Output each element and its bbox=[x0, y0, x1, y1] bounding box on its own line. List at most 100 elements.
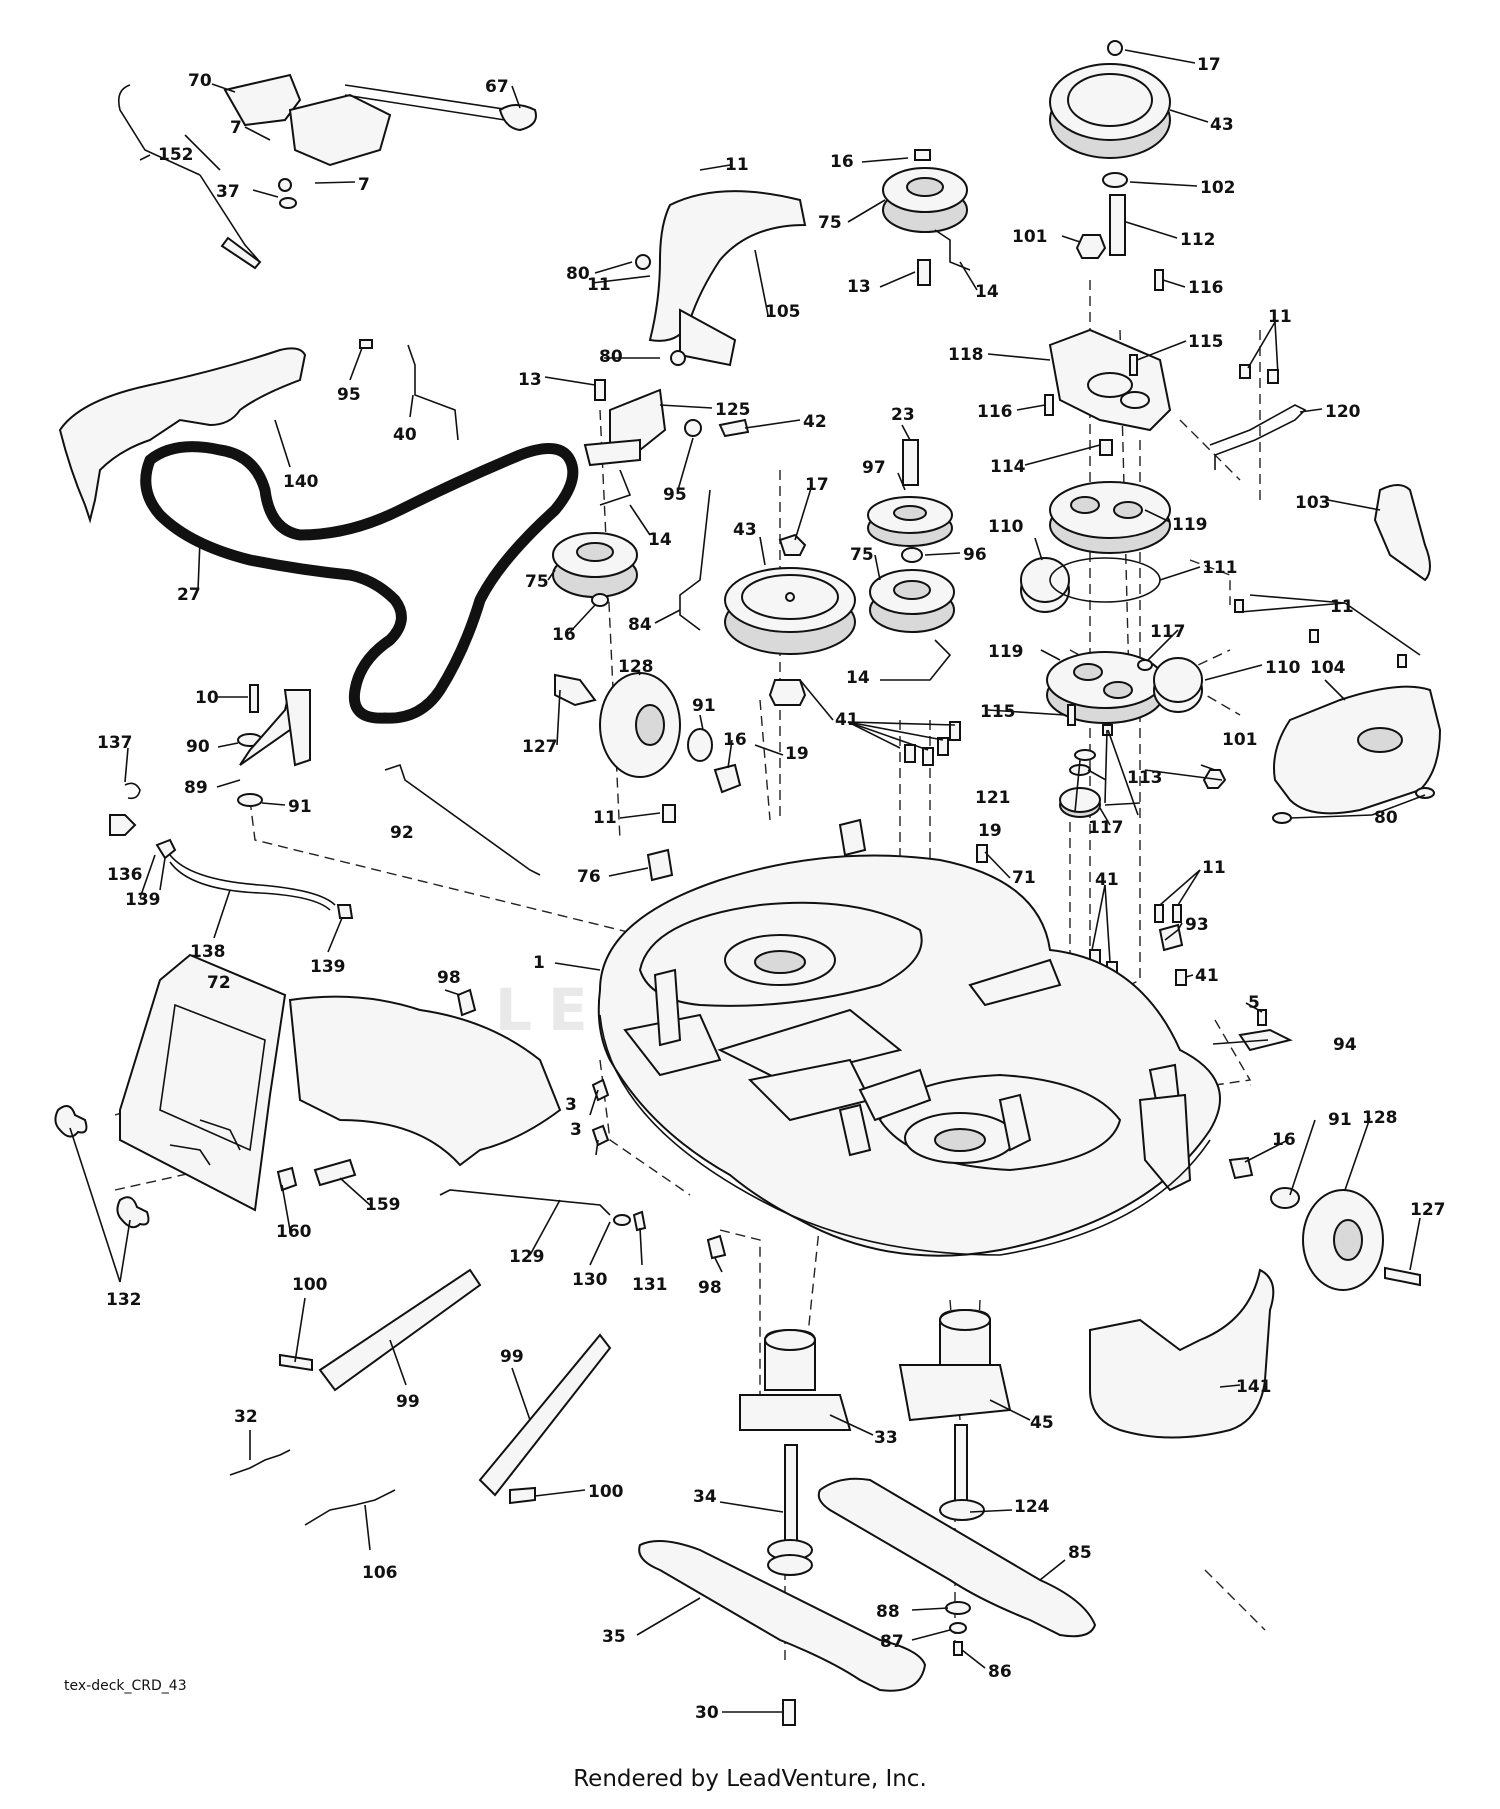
callout: 129 bbox=[509, 1247, 545, 1267]
link-rod-120 bbox=[1209, 404, 1307, 470]
callout: 100 bbox=[292, 1275, 328, 1295]
callout: 23 bbox=[891, 405, 915, 425]
callout: 86 bbox=[988, 1662, 1012, 1682]
render-credit: Rendered by LeadVenture, Inc. bbox=[573, 1766, 927, 1792]
callout: 41 bbox=[835, 710, 859, 730]
callout: 76 bbox=[577, 867, 601, 887]
callout: 116 bbox=[977, 402, 1013, 422]
callout: 71 bbox=[1012, 868, 1036, 888]
callout: 43 bbox=[733, 520, 757, 540]
arm-99-lower bbox=[478, 1333, 612, 1497]
callout: 16 bbox=[552, 625, 576, 645]
callout: 110 bbox=[988, 517, 1024, 537]
callout: 13 bbox=[518, 370, 542, 390]
callout: 159 bbox=[365, 1195, 401, 1215]
idler-bracket-125 bbox=[609, 388, 667, 452]
callout: 11 bbox=[587, 275, 611, 295]
rod-92 bbox=[384, 763, 541, 876]
callout: 96 bbox=[963, 545, 987, 565]
callout: 75 bbox=[525, 572, 549, 592]
callout: 40 bbox=[393, 425, 417, 445]
callout: 101 bbox=[1222, 730, 1258, 750]
callout: 152 bbox=[158, 145, 194, 165]
callout: 93 bbox=[1185, 915, 1209, 935]
callout: 91 bbox=[288, 797, 312, 817]
callout: 104 bbox=[1310, 658, 1346, 678]
callout: 11 bbox=[1330, 597, 1354, 617]
rod-129 bbox=[439, 1189, 611, 1216]
callout: 94 bbox=[1333, 1035, 1357, 1055]
callout: 80 bbox=[599, 347, 623, 367]
shield-105 bbox=[648, 190, 807, 342]
callout: 136 bbox=[107, 865, 143, 885]
callout: 43 bbox=[1210, 115, 1234, 135]
callout: 128 bbox=[1362, 1108, 1398, 1128]
blade-85 bbox=[817, 1477, 1097, 1638]
callout: 80 bbox=[1374, 808, 1398, 828]
callout: 127 bbox=[1410, 1200, 1446, 1220]
callout: 70 bbox=[188, 71, 212, 91]
callout: 67 bbox=[485, 77, 509, 97]
left-linkage bbox=[109, 684, 354, 919]
callout: 16 bbox=[1272, 1130, 1296, 1150]
spring-rod-40 bbox=[407, 344, 459, 441]
callout: 37 bbox=[216, 182, 240, 202]
callout: 7 bbox=[358, 175, 370, 195]
gear-assembly bbox=[1020, 439, 1203, 818]
drawing-id-label: tex-deck_CRD_43 bbox=[64, 1678, 187, 1694]
callout: 112 bbox=[1180, 230, 1216, 250]
callout: 87 bbox=[880, 1632, 904, 1652]
callout: 30 bbox=[695, 1703, 719, 1723]
callout: 138 bbox=[190, 942, 226, 962]
callout: 114 bbox=[990, 457, 1026, 477]
callout: 41 bbox=[1095, 870, 1119, 890]
callout: 19 bbox=[785, 744, 809, 764]
callout: 127 bbox=[522, 737, 558, 757]
callout: 11 bbox=[1202, 858, 1226, 878]
callout: 115 bbox=[1188, 332, 1224, 352]
gauge-wheel-right bbox=[1228, 1156, 1421, 1291]
callout: 132 bbox=[106, 1290, 142, 1310]
callout: 91 bbox=[692, 696, 716, 716]
callout: 140 bbox=[283, 472, 319, 492]
callout: 141 bbox=[1236, 1377, 1272, 1397]
shaft-124 bbox=[954, 1424, 968, 1506]
idler-pulley-top bbox=[882, 149, 971, 286]
callout: 72 bbox=[207, 973, 231, 993]
arm-99-upper bbox=[318, 1268, 482, 1392]
callout: 111 bbox=[1202, 558, 1238, 578]
callout: 10 bbox=[195, 688, 219, 708]
callout: 41 bbox=[1195, 966, 1219, 986]
callout: 90 bbox=[186, 737, 210, 757]
cover-104 bbox=[1273, 685, 1442, 815]
shaft-34 bbox=[784, 1444, 798, 1546]
callout: 128 bbox=[618, 657, 654, 677]
pulley-43-top bbox=[1049, 40, 1171, 291]
callout: 5 bbox=[1248, 993, 1260, 1013]
spring-32 bbox=[229, 1449, 291, 1476]
callout: 99 bbox=[396, 1392, 420, 1412]
discharge-chute-72 bbox=[119, 953, 562, 1212]
callout: 27 bbox=[177, 585, 201, 605]
callout: 11 bbox=[1268, 307, 1292, 327]
callout: 75 bbox=[818, 213, 842, 233]
callout: 117 bbox=[1088, 818, 1124, 838]
callout: 97 bbox=[862, 458, 886, 478]
callout: 16 bbox=[723, 730, 747, 750]
callout: 113 bbox=[1127, 768, 1163, 788]
callout: 137 bbox=[97, 733, 133, 753]
callout: 14 bbox=[648, 530, 672, 550]
rear-guard-141 bbox=[1089, 1268, 1275, 1439]
deck-housing bbox=[597, 818, 1221, 1257]
deck-belt bbox=[140, 441, 579, 724]
callout: 13 bbox=[847, 277, 871, 297]
callout: 121 bbox=[975, 788, 1011, 808]
callout: 125 bbox=[715, 400, 751, 420]
callout: 1 bbox=[533, 953, 545, 973]
callout: 11 bbox=[725, 155, 749, 175]
callout: 84 bbox=[628, 615, 652, 635]
callout: 85 bbox=[1068, 1543, 1092, 1563]
callout: 45 bbox=[1030, 1413, 1054, 1433]
callout: 102 bbox=[1200, 178, 1236, 198]
